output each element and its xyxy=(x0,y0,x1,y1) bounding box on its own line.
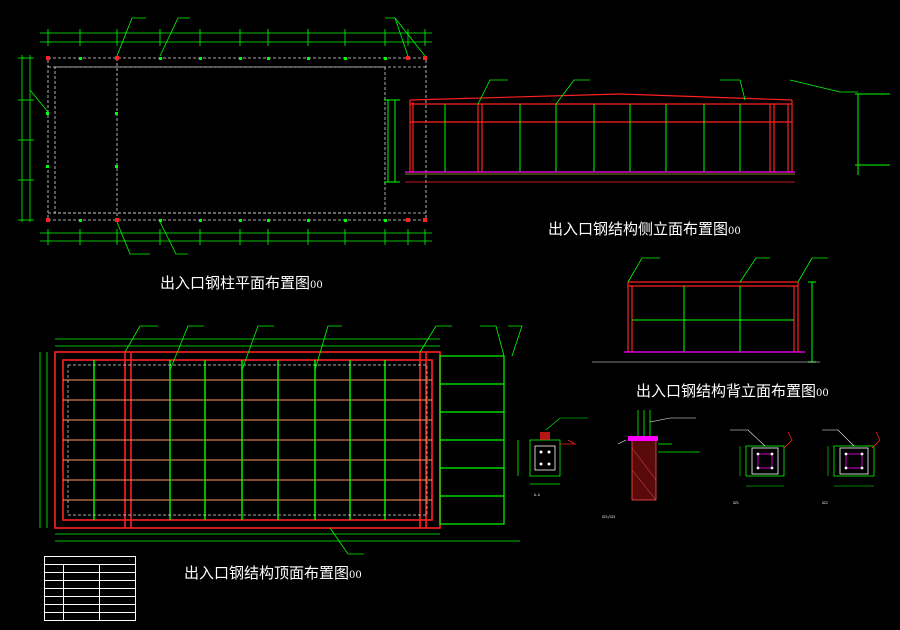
title-roof-plan: 出入口钢结构顶面布置图00 xyxy=(184,562,362,583)
table-row xyxy=(44,604,136,613)
title-suffix-1: 00 xyxy=(310,280,323,291)
member-schedule-table xyxy=(44,556,136,621)
detail-gz1-base xyxy=(617,410,700,501)
table-row xyxy=(44,588,136,597)
column-plan-view xyxy=(18,17,432,255)
table-row xyxy=(44,572,136,581)
title-suffix-4: 00 xyxy=(349,570,362,581)
title-side-elevation-text: 出入口钢结构侧立面布置图 xyxy=(548,220,729,238)
table-row xyxy=(44,596,136,605)
title-column-plan: 出入口钢柱平面布置图00 xyxy=(160,272,323,293)
detail-gz2-plan-label: GZ2 xyxy=(822,501,828,505)
title-back-elevation: 出入口钢结构背立面布置图00 xyxy=(636,380,829,401)
table-row xyxy=(44,556,136,565)
detail-a-a xyxy=(517,417,588,485)
title-suffix-2: 00 xyxy=(728,226,741,237)
detail-gz1-plan-label: GZ1 xyxy=(733,501,739,505)
table-row xyxy=(44,580,136,589)
side-elevation-view xyxy=(384,79,890,183)
table-row xyxy=(44,612,136,621)
table-row xyxy=(44,564,136,573)
detail-a-label: A-A xyxy=(534,493,540,497)
title-back-elevation-text: 出入口钢结构背立面布置图 xyxy=(636,382,817,400)
detail-gz1-label: GZ1/GZ1 xyxy=(602,515,616,519)
detail-gz2-plan xyxy=(822,429,881,487)
roof-plan-view xyxy=(39,325,523,555)
detail-gz1-plan xyxy=(730,429,793,487)
title-roof-plan-text: 出入口钢结构顶面布置图 xyxy=(184,564,350,582)
title-side-elevation: 出入口钢结构侧立面布置图00 xyxy=(548,218,741,239)
back-elevation-view xyxy=(592,257,828,363)
title-column-plan-text: 出入口钢柱平面布置图 xyxy=(160,274,311,292)
title-suffix-3: 00 xyxy=(816,388,829,399)
